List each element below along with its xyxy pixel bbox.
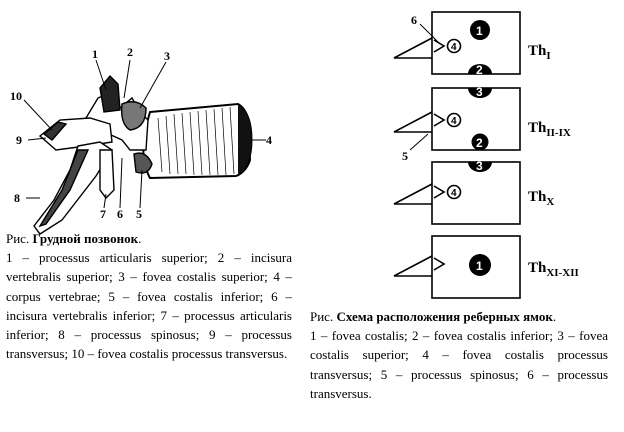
transverse-shading xyxy=(42,121,68,141)
vertebra-label-8: 8 xyxy=(14,191,20,205)
vertebra-drawing xyxy=(33,74,253,235)
schema-caption: Рис. Схема расположения реберных ямок. 1… xyxy=(310,307,608,403)
th4-label: Th xyxy=(528,260,547,276)
schema-caption-prefix: Рис. xyxy=(310,309,337,324)
vertebra-label-4: 4 xyxy=(266,133,272,147)
schema xyxy=(393,11,521,299)
schema-spine-th4 xyxy=(393,255,433,277)
schema-caption-body: 1 – fovea costalis; 2 – fovea costalis i… xyxy=(310,328,608,401)
th2-label: Th xyxy=(528,120,547,136)
superior-fovea-shading xyxy=(120,101,147,131)
schema-notch-th3 xyxy=(433,185,446,199)
vertebra-caption: Рис. Грудной позвонок. 1 – processus art… xyxy=(6,229,292,363)
schema-caption-title-end: . xyxy=(552,309,557,324)
svg-text:ThX: ThX xyxy=(528,189,554,208)
vertebra-label-10: 10 xyxy=(10,89,22,103)
circle-th3-top: 3 xyxy=(476,159,483,173)
circle-th2-top: 3 xyxy=(476,85,483,99)
svg-text:ThI: ThI xyxy=(528,43,551,62)
vertebra-caption-body: 1 – processus articularis superior; 2 – … xyxy=(6,250,292,362)
vertebra-label-3: 3 xyxy=(164,49,170,63)
vertebra-label-2: 2 xyxy=(127,45,133,59)
th3-label: Th xyxy=(528,189,547,205)
inferior-fovea xyxy=(133,152,153,174)
circle-th1-fovea: 4 xyxy=(451,42,457,53)
circle-th2-bottom: 2 xyxy=(476,136,483,150)
circle-th2-fovea: 4 xyxy=(451,116,457,127)
schema-spine-th1 xyxy=(393,37,433,59)
vertebra-leader-lines xyxy=(23,59,266,209)
schema-circles: 1 2 4 3 2 4 3 4 1 xyxy=(446,20,492,276)
th-labels: ThI ThII-IX ThX ThXI-XII xyxy=(528,43,579,279)
schema-notch-th2 xyxy=(433,113,446,127)
schema-spine-th2 xyxy=(393,111,433,133)
leader-5 xyxy=(409,133,429,151)
vertebra-label-5: 5 xyxy=(136,207,142,221)
vertebra-caption-prefix: Рис. xyxy=(6,231,33,246)
svg-text:ThXI-XII: ThXI-XII xyxy=(528,260,579,279)
vertebra-label-7: 7 xyxy=(100,207,106,221)
vertebra-caption-title: Грудной позвонок xyxy=(32,231,139,246)
th1-sub: I xyxy=(546,50,550,62)
vertebra-labels: 1 2 3 4 5 6 7 8 9 10 xyxy=(10,45,272,221)
svg-text:ThII-IX: ThII-IX xyxy=(528,120,571,139)
body-hatching xyxy=(157,106,235,176)
circle-th4-center: 1 xyxy=(476,259,483,273)
circle-th1-bottom: 2 xyxy=(476,63,483,77)
body-right-edge xyxy=(237,103,253,177)
th3-sub: X xyxy=(546,196,554,208)
circle-th3-fovea: 4 xyxy=(451,188,457,199)
schema-spine-th3 xyxy=(393,183,433,205)
schema-notch-th4 xyxy=(433,257,446,271)
vertebra-label-9: 9 xyxy=(16,133,22,147)
vertebra-label-6: 6 xyxy=(117,207,123,221)
vertebral-body xyxy=(142,102,252,180)
schema-label-6: 6 xyxy=(411,13,417,27)
vertebra-label-1: 1 xyxy=(92,47,98,61)
spinous-shading xyxy=(38,149,90,228)
schema-label-5: 5 xyxy=(402,149,408,163)
th4-sub: XI-XII xyxy=(546,267,578,279)
inferior-articular-process xyxy=(99,149,115,200)
th2-sub: II-IX xyxy=(546,127,571,139)
circle-th1-top: 1 xyxy=(476,24,483,38)
th1-label: Th xyxy=(528,43,547,59)
superior-articular-process xyxy=(99,74,121,113)
leader-6 xyxy=(419,23,441,45)
vertebra-caption-title-end: . xyxy=(138,231,142,246)
schema-caption-title: Схема расположения реберных ямок xyxy=(336,309,553,324)
